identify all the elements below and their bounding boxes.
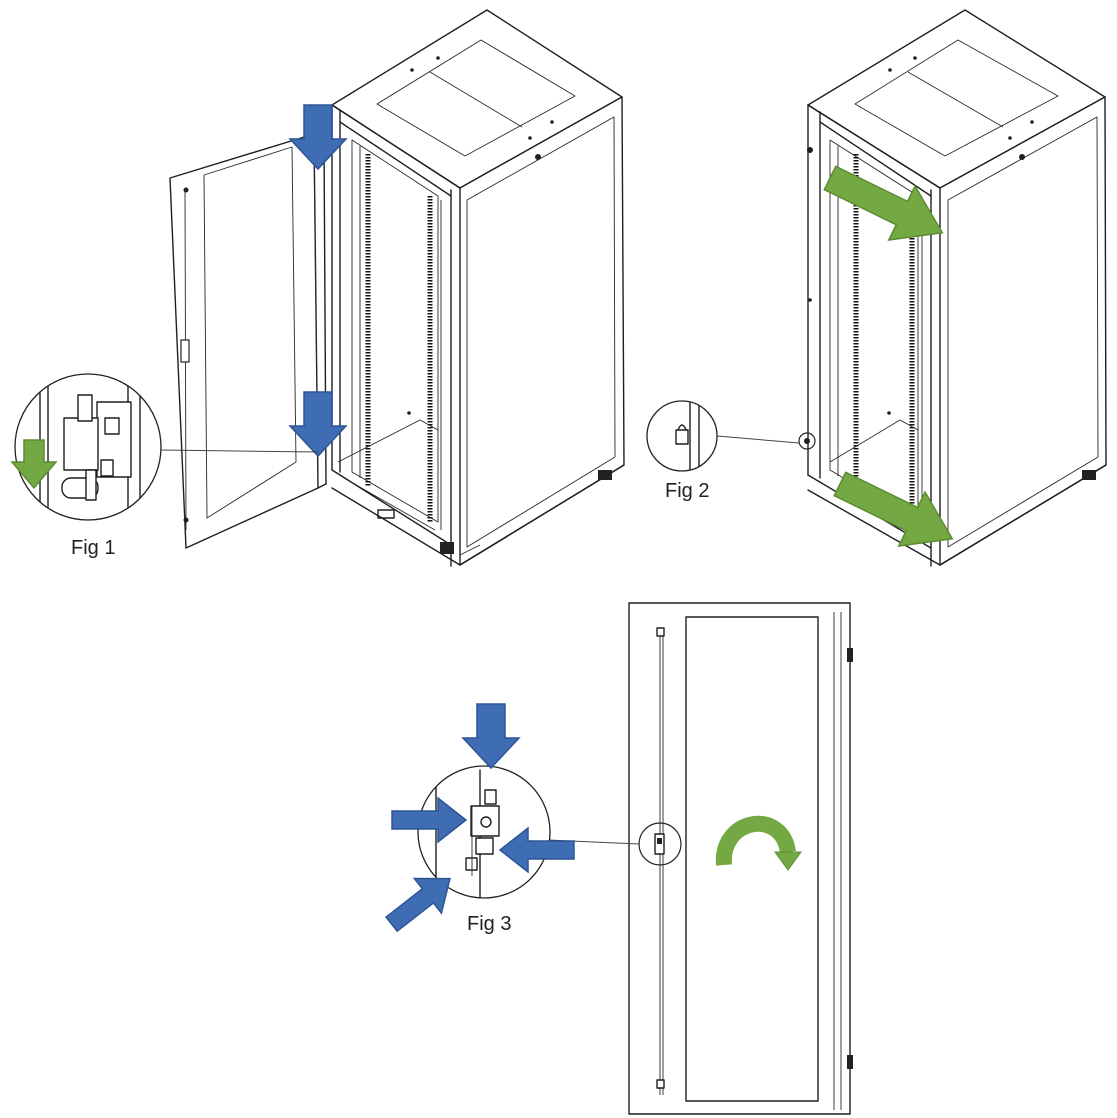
blue-down-arrow-fig3-top (462, 703, 520, 769)
fig3-handle-callout (417, 765, 551, 899)
fig2-rack (798, 9, 1107, 567)
fig1-rack (169, 9, 625, 567)
fig1-label: Fig 1 (71, 537, 116, 559)
fig2-lock-callout (646, 400, 718, 472)
fig3-door (628, 602, 853, 1115)
fig2-label: Fig 2 (665, 480, 710, 502)
fig1-hinge-callout (11, 373, 162, 521)
green-rotate-arrow (715, 815, 796, 866)
fig3-label: Fig 3 (467, 913, 512, 935)
